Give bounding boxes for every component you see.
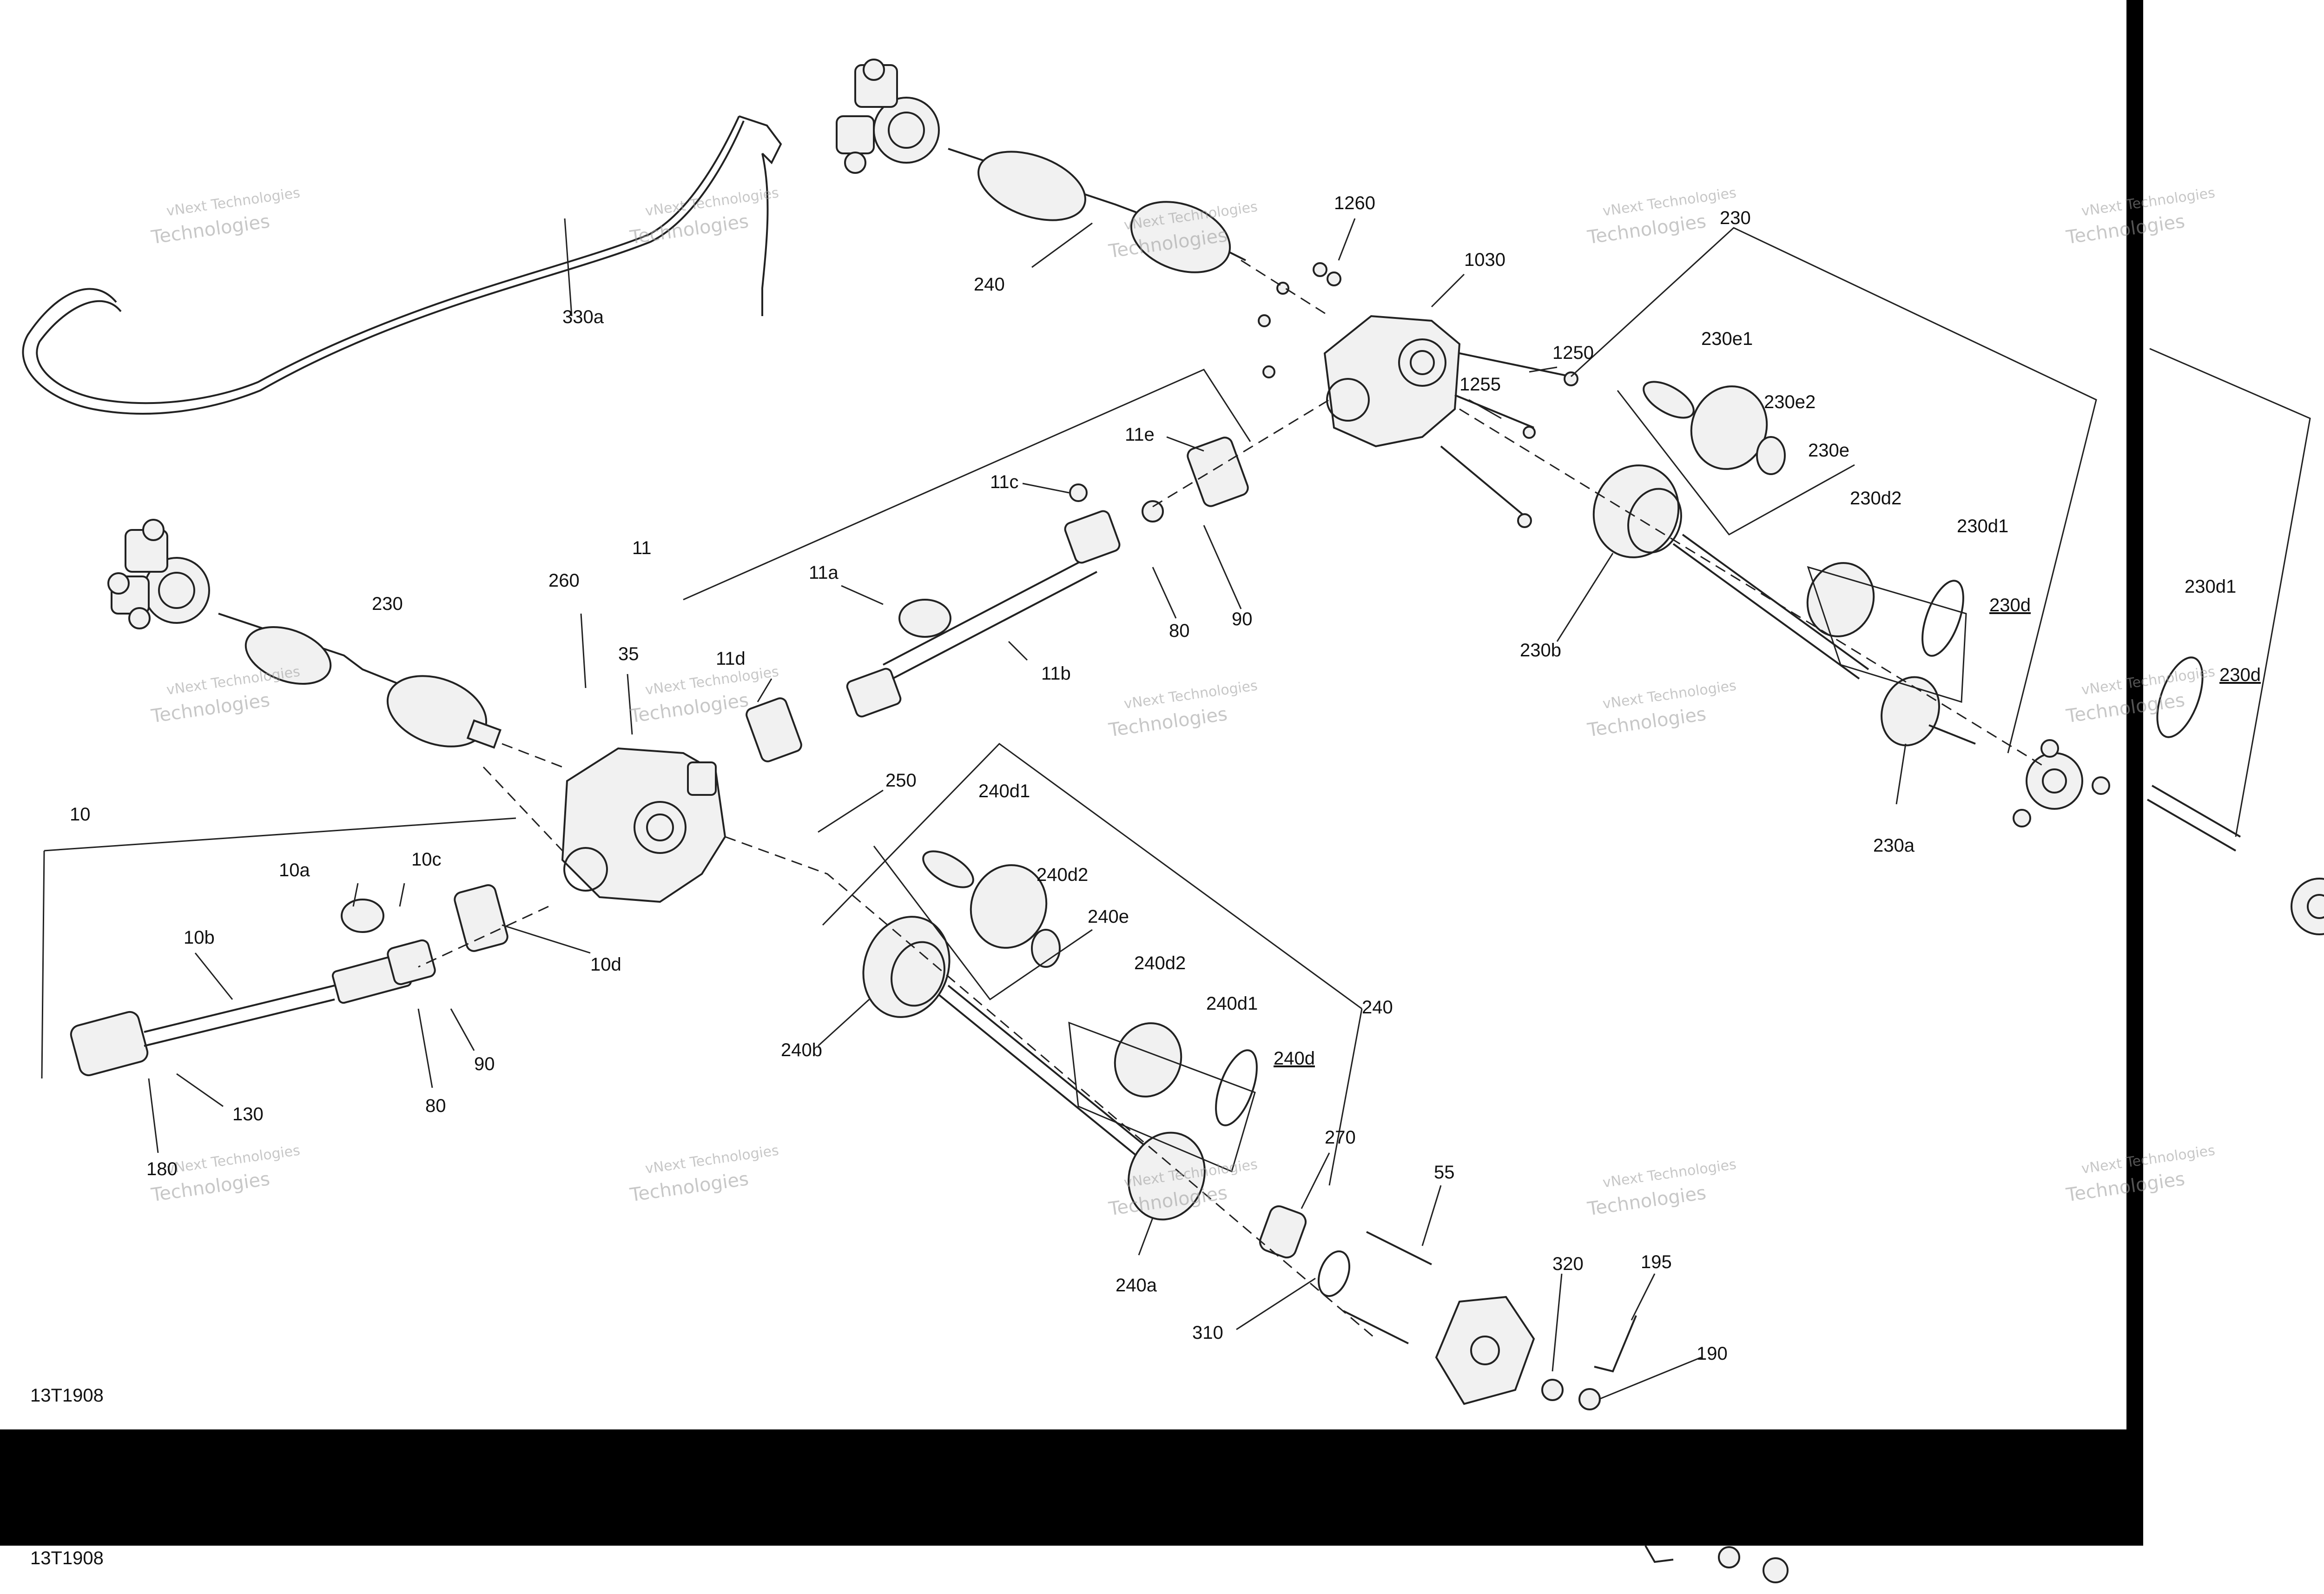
callout-240d: 240d bbox=[1274, 1048, 1315, 1069]
callout-230d-right: 230d bbox=[2219, 665, 2261, 685]
front-differential bbox=[561, 747, 726, 903]
partial-hub-right bbox=[2146, 656, 2324, 935]
callout-240-right: 240 bbox=[1362, 997, 1393, 1018]
rear-diff-bolts bbox=[1258, 262, 1578, 528]
callout-90-lower: 90 bbox=[474, 1054, 495, 1074]
watermark-line1: vNext Technologies bbox=[644, 1142, 780, 1177]
callout-130: 130 bbox=[232, 1104, 264, 1124]
callout-330a: 330a bbox=[562, 307, 604, 327]
callout-10c: 10c bbox=[411, 849, 442, 870]
watermark-line1: vNext Technologies bbox=[165, 663, 301, 698]
callout-11a: 11a bbox=[809, 562, 839, 583]
callout-10d: 10d bbox=[590, 954, 621, 975]
callout-leaders bbox=[148, 218, 1907, 1400]
watermark-line1: vNext Technologies bbox=[644, 663, 780, 698]
watermark-line1: vNext Technologies bbox=[165, 185, 301, 219]
callout-230e1: 230e1 bbox=[1701, 329, 1753, 349]
callout-11c: 11c bbox=[990, 472, 1019, 492]
callout-230-left: 230 bbox=[372, 594, 403, 614]
driveshaft-10 bbox=[70, 884, 508, 1077]
hub-upper-left bbox=[107, 519, 210, 629]
callout-11d: 11d bbox=[716, 648, 746, 669]
callout-11: 11 bbox=[632, 538, 652, 558]
axle-230-left bbox=[218, 613, 502, 749]
callout-230d1-right: 230d1 bbox=[2185, 576, 2236, 597]
watermark-line1: vNext Technologies bbox=[1123, 677, 1259, 712]
group-brackets bbox=[41, 227, 2311, 1186]
callout-310: 310 bbox=[1192, 1323, 1223, 1343]
callout-240a: 240a bbox=[1116, 1275, 1157, 1296]
callout-230e2: 230e2 bbox=[1764, 392, 1816, 412]
callout-240d1-lower: 240d1 bbox=[1206, 993, 1258, 1014]
callout-80-upper: 80 bbox=[1169, 621, 1190, 641]
callout-80-lower: 80 bbox=[425, 1096, 446, 1116]
drawing-id-repeat: 13T1908 bbox=[30, 1548, 104, 1568]
callout-10b: 10b bbox=[184, 927, 215, 948]
callout-320: 320 bbox=[1552, 1254, 1584, 1274]
callout-55: 55 bbox=[1434, 1162, 1455, 1183]
watermark-line1: vNext Technologies bbox=[2080, 663, 2216, 698]
watermark-line1: vNext Technologies bbox=[165, 1142, 301, 1177]
callout-180: 180 bbox=[146, 1159, 178, 1179]
callout-90-upper: 90 bbox=[1232, 609, 1253, 629]
callout-230b: 230b bbox=[1520, 640, 1561, 661]
driveshaft-11 bbox=[746, 437, 1249, 762]
callout-240e: 240e bbox=[1088, 906, 1129, 927]
watermark-line1: vNext Technologies bbox=[1602, 185, 1737, 219]
callout-230d: 230d bbox=[1989, 595, 2031, 615]
callout-1030: 1030 bbox=[1464, 250, 1505, 270]
callout-240b: 240b bbox=[781, 1040, 822, 1060]
callout-270: 270 bbox=[1325, 1127, 1356, 1148]
callout-195: 195 bbox=[1641, 1252, 1672, 1272]
callout-190: 190 bbox=[1697, 1343, 1728, 1364]
brake-line bbox=[22, 115, 782, 415]
callout-1250: 1250 bbox=[1552, 343, 1594, 363]
callout-240d2-lower: 240d2 bbox=[1134, 953, 1186, 973]
watermark-line1: vNext Technologies bbox=[1602, 1156, 1737, 1191]
axle-230-exploded bbox=[1592, 381, 2110, 827]
rear-differential bbox=[1323, 315, 1461, 448]
callout-230d2: 230d2 bbox=[1850, 488, 1901, 509]
callout-230e: 230e bbox=[1808, 440, 1849, 461]
right-black-bar bbox=[2126, 0, 2143, 1543]
callout-1255: 1255 bbox=[1459, 374, 1501, 395]
callout-230d1: 230d1 bbox=[1957, 516, 2008, 536]
callout-35: 35 bbox=[618, 644, 639, 664]
axle-240-top bbox=[836, 59, 1246, 273]
center-lines bbox=[418, 259, 2046, 1340]
callout-240d1: 240d1 bbox=[978, 781, 1030, 801]
axle-240-exploded bbox=[862, 850, 1637, 1410]
callout-240-top: 240 bbox=[974, 274, 1005, 295]
callout-240d2: 240d2 bbox=[1037, 865, 1088, 885]
callout-10a: 10a bbox=[279, 860, 310, 880]
callout-230-top: 230 bbox=[1720, 208, 1751, 228]
drawing-id: 13T1908 bbox=[30, 1385, 104, 1406]
callout-230a: 230a bbox=[1873, 835, 1915, 856]
watermark-line1: vNext Technologies bbox=[644, 185, 780, 219]
callout-11b: 11b bbox=[1041, 663, 1071, 684]
callout-250: 250 bbox=[885, 770, 917, 791]
watermark-line1: vNext Technologies bbox=[2080, 185, 2216, 219]
watermark-line1: vNext Technologies bbox=[1602, 677, 1737, 712]
callout-11e: 11e bbox=[1125, 424, 1155, 445]
bottom-black-bar bbox=[0, 1429, 2143, 1546]
parts-below-bar bbox=[1644, 1545, 1789, 1583]
callout-1260: 1260 bbox=[1334, 193, 1375, 213]
callout-260: 260 bbox=[548, 570, 580, 591]
callout-labels: 330a 240 1260 1030 1250 1255 230 230e1 2… bbox=[70, 193, 2261, 1364]
callout-10: 10 bbox=[70, 804, 91, 825]
watermark-line1: vNext Technologies bbox=[2080, 1142, 2216, 1177]
